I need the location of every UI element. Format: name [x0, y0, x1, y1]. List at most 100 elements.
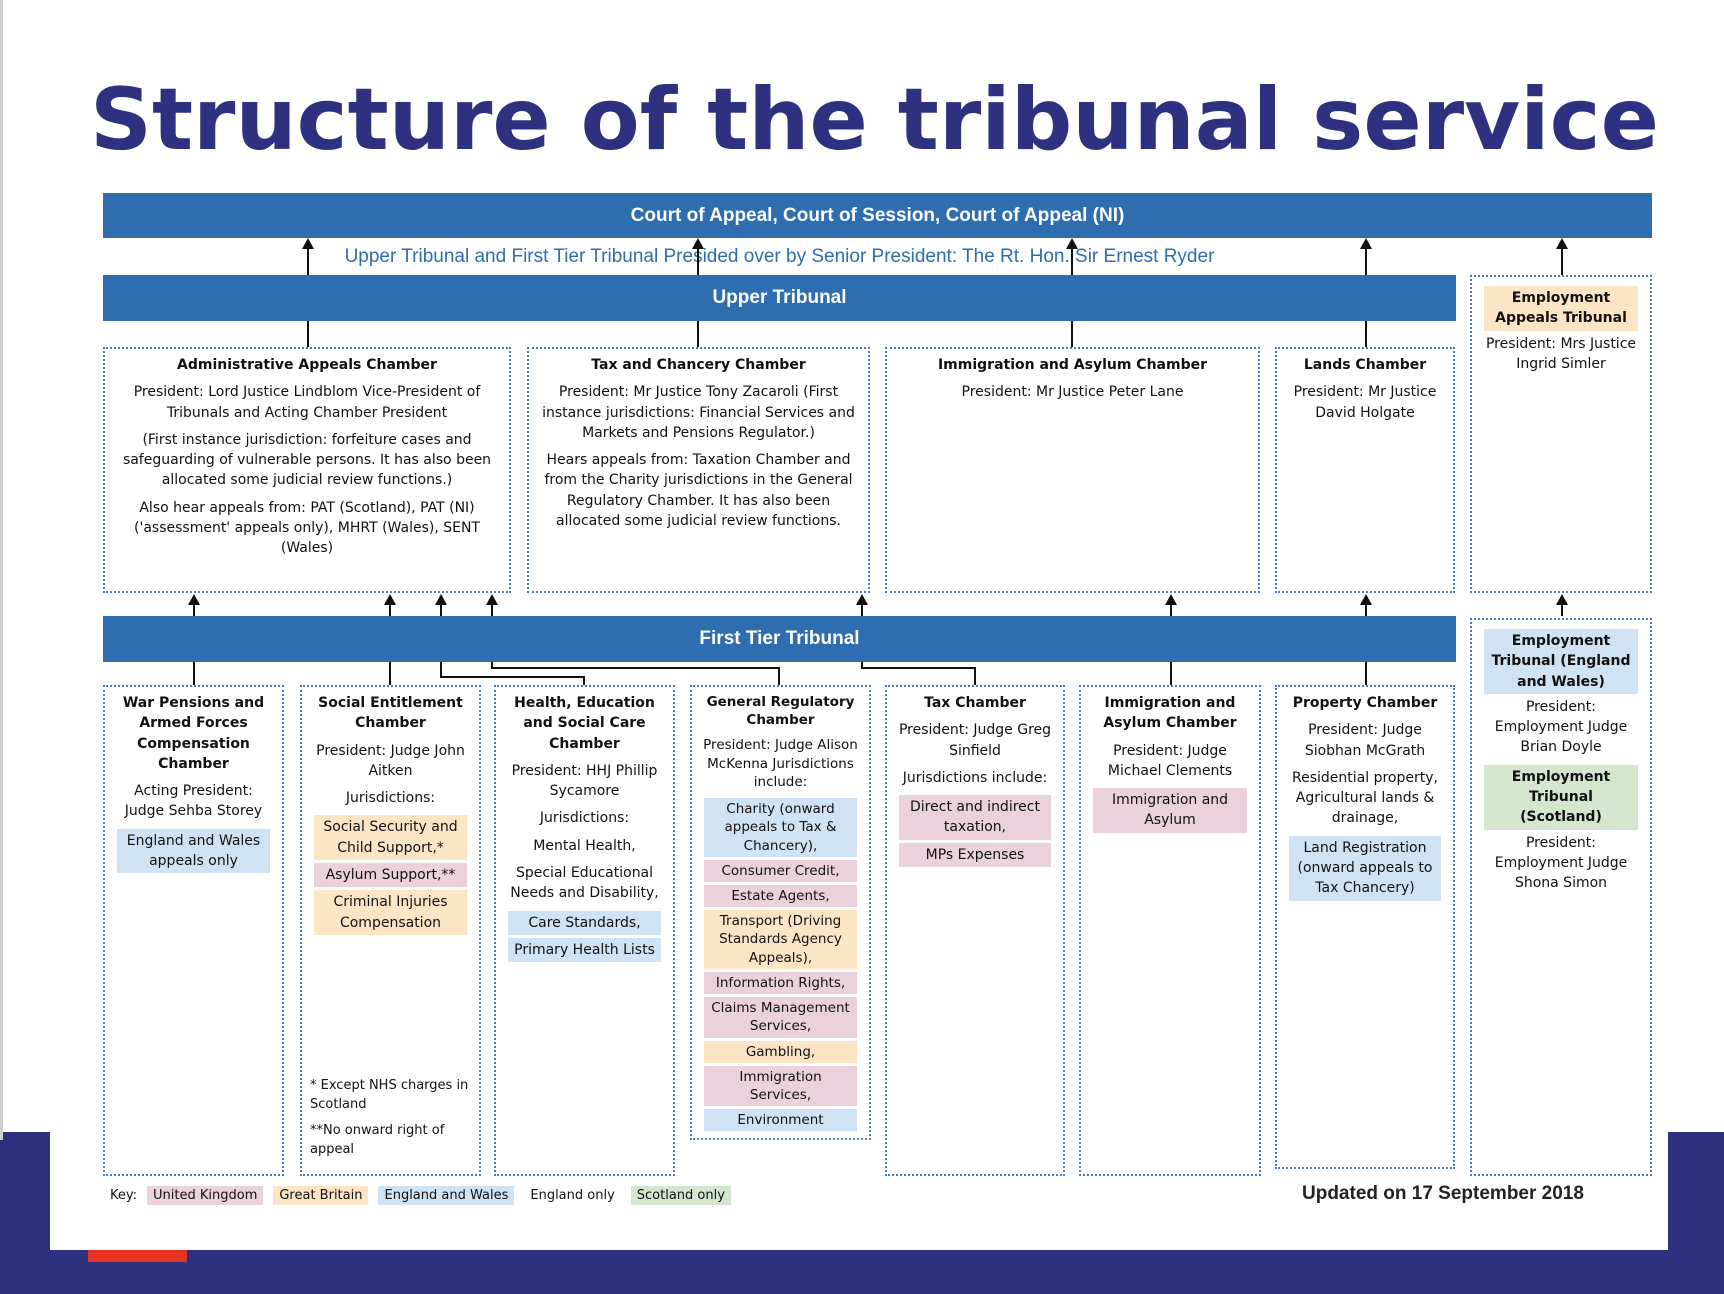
connector [1561, 248, 1563, 275]
connector [193, 600, 195, 616]
first-property-chamber: Property Chamber President: Judge Siobha… [1275, 685, 1455, 1169]
chamber-title: General Regulatory Chamber [706, 694, 855, 729]
chamber-title: Tax Chamber [924, 695, 1026, 711]
arrow-up-icon [486, 594, 498, 605]
jurisdiction-tag: Immigration Services, [704, 1065, 857, 1107]
first-employment-tribunals: Employment Tribunal (England and Wales) … [1470, 618, 1652, 1176]
connector [491, 662, 493, 669]
chamber-president: President: Employment Judge Shona Simon [1494, 834, 1628, 892]
jurisdictions-label: Jurisdictions include: [902, 769, 1048, 786]
jurisdiction-tag: Estate Agents, [704, 884, 857, 908]
chamber-jurisdiction: (First instance jurisdiction: forfeiture… [122, 431, 492, 489]
first-general-regulatory-chamber: General Regulatory Chamber President: Ju… [690, 685, 871, 1140]
connector [861, 667, 976, 669]
frame-right-band [1668, 1132, 1724, 1294]
frame-left-edge [0, 0, 3, 1140]
jurisdiction-tag: Land Registration (onward appeals to Tax… [1289, 835, 1441, 901]
jurisdiction-tag: England and Wales appeals only [117, 828, 270, 874]
connector [1365, 321, 1367, 347]
connector [1071, 321, 1073, 347]
arrow-up-icon [302, 238, 314, 249]
chamber-appeals-from: Hears appeals from: Taxation Chamber and… [544, 452, 853, 530]
connector [697, 321, 699, 347]
key-united-kingdom: United Kingdom [147, 1186, 264, 1205]
chamber-president: President: Employment Judge Brian Doyle [1494, 698, 1628, 756]
chamber-president: President: Judge Siobhan McGrath [1304, 722, 1426, 759]
chamber-title: Immigration and Asylum Chamber [937, 357, 1208, 373]
chamber-title: Employment Tribunal (England and Wales) [1484, 629, 1638, 694]
connector [440, 676, 585, 678]
key-england-only: England only [530, 1188, 615, 1203]
key-england-and-wales: England and Wales [378, 1186, 515, 1205]
jurisdiction-tag: Environment [704, 1109, 857, 1132]
connector [389, 662, 391, 685]
arrow-up-icon [188, 594, 200, 605]
arrow-up-icon [384, 594, 396, 605]
chamber-title: Administrative Appeals Chamber [177, 357, 437, 373]
chamber-president: Acting President: Judge Sehba Storey [124, 783, 263, 820]
jurisdiction-tag: Transport (Driving Standards Agency Appe… [704, 910, 857, 969]
chamber-title: Social Entitlement Chamber [318, 695, 463, 732]
first-immigration-and-asylum-chamber: Immigration and Asylum Chamber President… [1079, 685, 1261, 1176]
upper-tribunal-bar: Upper Tribunal [103, 275, 1456, 321]
key-scotland-only: Scotland only [630, 1186, 731, 1205]
jurisdiction-item: Residential property, Agricultural lands… [1292, 769, 1438, 827]
updated-date: Updated on 17 September 2018 [1302, 1183, 1584, 1204]
footnote: * Except NHS charges in Scotland [310, 1078, 469, 1112]
colour-key: Key: United Kingdom Great Britain Englan… [110, 1186, 731, 1205]
jurisdiction-tag: Criminal Injuries Compensation [314, 890, 467, 935]
connector [389, 600, 391, 616]
frame-left-band [0, 1132, 50, 1294]
jurisdiction-tag: MPs Expenses [899, 842, 1051, 868]
connector [583, 676, 585, 685]
key-label: Key: [110, 1188, 138, 1203]
connector [1071, 248, 1073, 275]
arrow-up-icon [1556, 238, 1568, 249]
chamber-title: Immigration and Asylum Chamber [1103, 695, 1237, 732]
jurisdiction-tag: Primary Health Lists [508, 937, 661, 963]
connector [193, 662, 195, 685]
jurisdictions-label: Jurisdictions: [345, 790, 436, 807]
jurisdiction-tag: Social Security and Child Support,* [314, 815, 467, 861]
footnote: **No onward right of appeal [310, 1122, 445, 1157]
connector [307, 321, 309, 347]
connector [1365, 662, 1367, 685]
chamber-president: President: Mr Justice Peter Lane [961, 384, 1184, 401]
arrow-up-icon [1360, 594, 1372, 605]
connector [440, 662, 442, 676]
connector [861, 600, 863, 616]
connector [1170, 600, 1172, 616]
connector [440, 600, 442, 616]
chamber-title: Employment Tribunal (Scotland) [1484, 764, 1638, 830]
chamber-president: President: Judge Alison McKenna Jurisdic… [703, 737, 858, 790]
jurisdiction-item: Special Educational Needs and Disability… [510, 865, 659, 902]
accent-red-bar [88, 1250, 187, 1262]
jurisdiction-tag: Claims Management Services, [704, 997, 857, 1038]
arrow-up-icon [856, 594, 868, 605]
first-tax-chamber: Tax Chamber President: Judge Greg Sinfie… [885, 685, 1065, 1176]
jurisdiction-tag: Gambling, [704, 1040, 857, 1063]
chamber-title: Tax and Chancery Chamber [591, 357, 806, 373]
first-social-entitlement-chamber: Social Entitlement Chamber President: Ju… [300, 685, 481, 1176]
chamber-title: Employment Appeals Tribunal [1484, 286, 1638, 331]
arrow-up-icon [1066, 238, 1078, 249]
first-health-education-chamber: Health, Education and Social Care Chambe… [494, 685, 675, 1176]
chamber-title: Health, Education and Social Care Chambe… [514, 695, 655, 752]
jurisdiction-tag: Immigration and Asylum [1093, 788, 1247, 833]
jurisdiction-tag: Care Standards, [508, 910, 661, 935]
connector [697, 248, 699, 275]
chamber-president: President: Judge Michael Clements [1107, 742, 1233, 779]
arrow-up-icon [435, 594, 447, 605]
first-tier-tribunal-bar: First Tier Tribunal [103, 616, 1456, 662]
arrow-up-icon [1556, 594, 1568, 605]
chamber-title: Property Chamber [1292, 695, 1438, 711]
chamber-president: President: Mr Justice David Holgate [1293, 384, 1437, 421]
connector [974, 667, 976, 685]
connector [861, 662, 863, 669]
upper-administrative-appeals-chamber: Administrative Appeals Chamber President… [103, 347, 511, 593]
jurisdiction-tag: Consumer Credit, [704, 859, 857, 882]
connector [1365, 248, 1367, 275]
jurisdictions-label: Jurisdictions: [539, 810, 630, 827]
connector [778, 667, 780, 685]
chamber-title: War Pensions and Armed Forces Compensati… [122, 695, 265, 772]
